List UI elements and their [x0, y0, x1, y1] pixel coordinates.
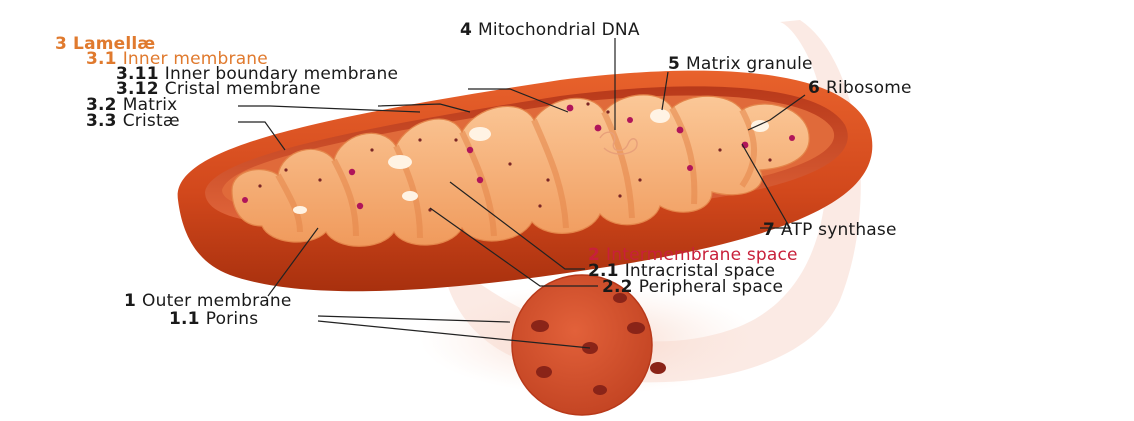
porin-detail-circle [511, 274, 666, 416]
ribosomes [242, 104, 795, 210]
leader-lines [238, 38, 806, 349]
matrix-granules [293, 109, 769, 214]
dna-squiggle [599, 131, 638, 155]
matrix-particles [258, 102, 772, 212]
